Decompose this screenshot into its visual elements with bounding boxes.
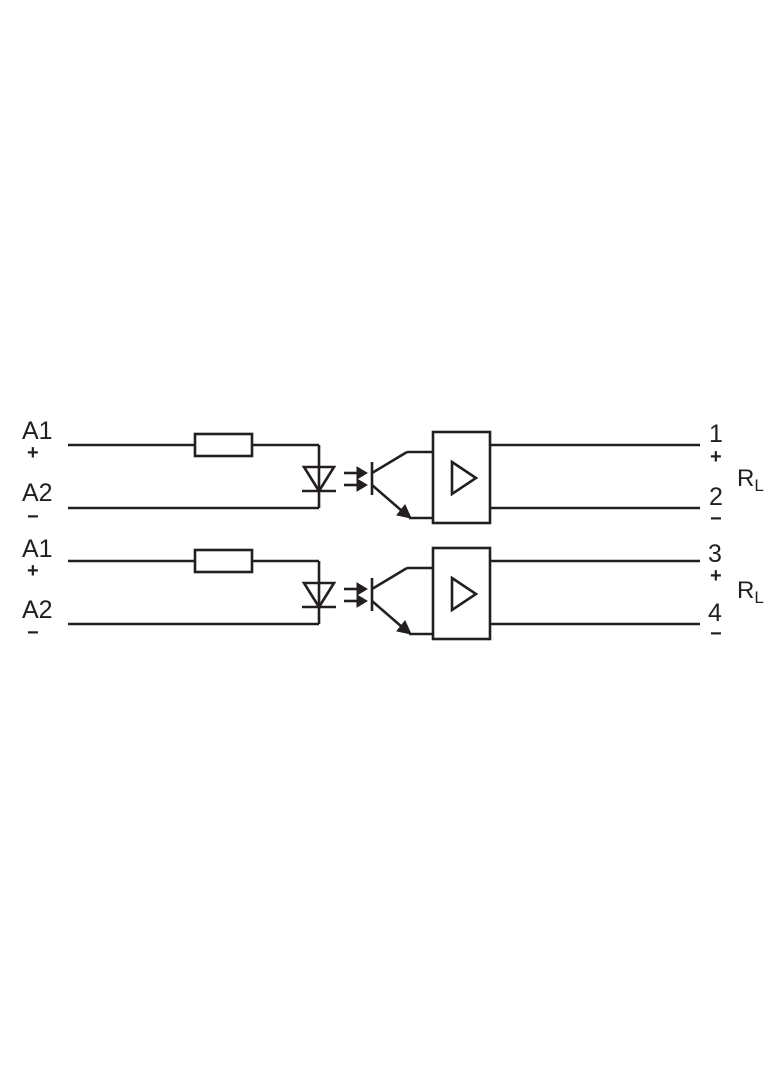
ch2-load-r: R xyxy=(737,577,754,604)
channel-2-circuit-symbols xyxy=(66,546,702,641)
ch1-output-terminal-1: 1 xyxy=(709,420,723,448)
ch2-input-a1-label: A1 xyxy=(22,535,53,563)
ch1-load-subscript: L xyxy=(754,476,763,495)
ch2-load-resistor-label: RL xyxy=(737,577,764,607)
ch2-output-terminal-3: 3 xyxy=(708,540,722,568)
ch2-output-plus-sign: + xyxy=(710,565,722,587)
ch2-input-a2-label: A2 xyxy=(22,596,53,624)
channel-1: A1 + A2 − 1 + 2 − RL xyxy=(22,417,764,530)
ch2-load-subscript: L xyxy=(754,588,763,607)
ch1-output-plus-sign: + xyxy=(710,446,722,468)
channel-2: A1 + A2 − 3 + 4 − RL xyxy=(22,535,764,645)
ch2-output-minus-sign: − xyxy=(710,623,722,645)
ch1-input-a2-label: A2 xyxy=(22,479,53,507)
ch1-load-resistor-label: RL xyxy=(737,465,764,495)
ch2-input-minus-sign: − xyxy=(27,622,39,644)
ch1-output-minus-sign: − xyxy=(710,508,722,530)
ch2-input-plus-sign: + xyxy=(27,560,39,582)
ch1-output-terminal-2: 2 xyxy=(709,483,723,511)
ch1-input-a1-label: A1 xyxy=(22,417,53,445)
ch1-load-r: R xyxy=(737,465,754,492)
ch1-input-plus-sign: + xyxy=(27,442,39,464)
ch2-output-terminal-4: 4 xyxy=(708,599,722,627)
ch1-input-minus-sign: − xyxy=(27,506,39,528)
channel-1-circuit-symbols xyxy=(66,430,702,525)
